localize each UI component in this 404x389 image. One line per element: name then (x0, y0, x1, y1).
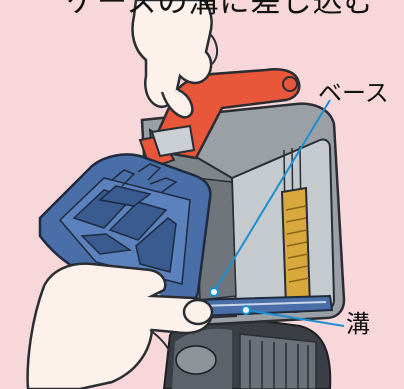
instruction-caption: ケースの溝に差し込む (66, 0, 375, 18)
base-label: ベース (318, 82, 389, 106)
yellow-latch (282, 188, 310, 312)
groove-label: 溝 (346, 313, 370, 337)
